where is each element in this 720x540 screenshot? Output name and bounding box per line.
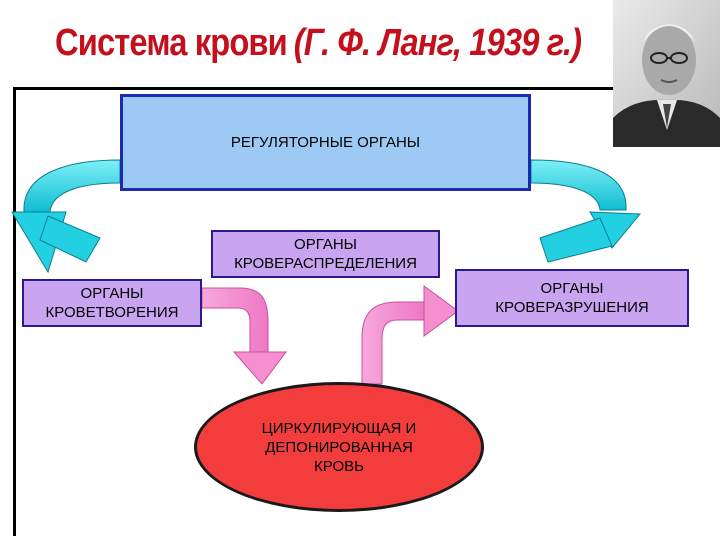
slide-title: Система крови(Г. Ф. Ланг, 1939 г.) [55, 22, 582, 65]
node-regulatory-organs: РЕГУЛЯТОРНЫЕ ОРГАНЫ [120, 94, 531, 191]
node-regulatory-label: РЕГУЛЯТОРНЫЕ ОРГАНЫ [230, 134, 421, 151]
node-blood: ЦИРКУЛИРУЮЩАЯ И ДЕПОНИРОВАННАЯ КРОВЬ [194, 382, 484, 512]
portrait-photo [613, 0, 720, 147]
node-blood-label: ЦИРКУЛИРУЮЩАЯ И ДЕПОНИРОВАННАЯ КРОВЬ [261, 419, 417, 475]
node-hematopoiesis-label: ОРГАНЫ КРОВЕТВОРЕНИЯ [45, 285, 179, 321]
arrow-hematopoiesis-to-blood [201, 287, 287, 385]
node-redistribution-label: ОРГАНЫ КРОВЕРАСПРЕДЕЛЕНИЯ [234, 236, 417, 272]
arrow-regulatory-to-hematopoiesis [11, 159, 121, 274]
node-hematopoiesis-organs: ОРГАНЫ КРОВЕТВОРЕНИЯ [22, 279, 202, 327]
node-destruction-label: ОРГАНЫ КРОВЕРАЗРУШЕНИЯ [495, 280, 649, 316]
arrow-blood-to-destruction [361, 285, 459, 385]
diagram-frame [13, 87, 719, 536]
node-destruction-organs: ОРГАНЫ КРОВЕРАЗРУШЕНИЯ [455, 269, 689, 327]
title-subtitle: (Г. Ф. Ланг, 1939 г.) [293, 22, 582, 64]
arrow-regulatory-to-destruction [530, 159, 642, 263]
node-redistribution-organs: ОРГАНЫ КРОВЕРАСПРЕДЕЛЕНИЯ [211, 230, 440, 278]
portrait-icon [613, 0, 720, 147]
title-main: Система крови [55, 22, 288, 64]
